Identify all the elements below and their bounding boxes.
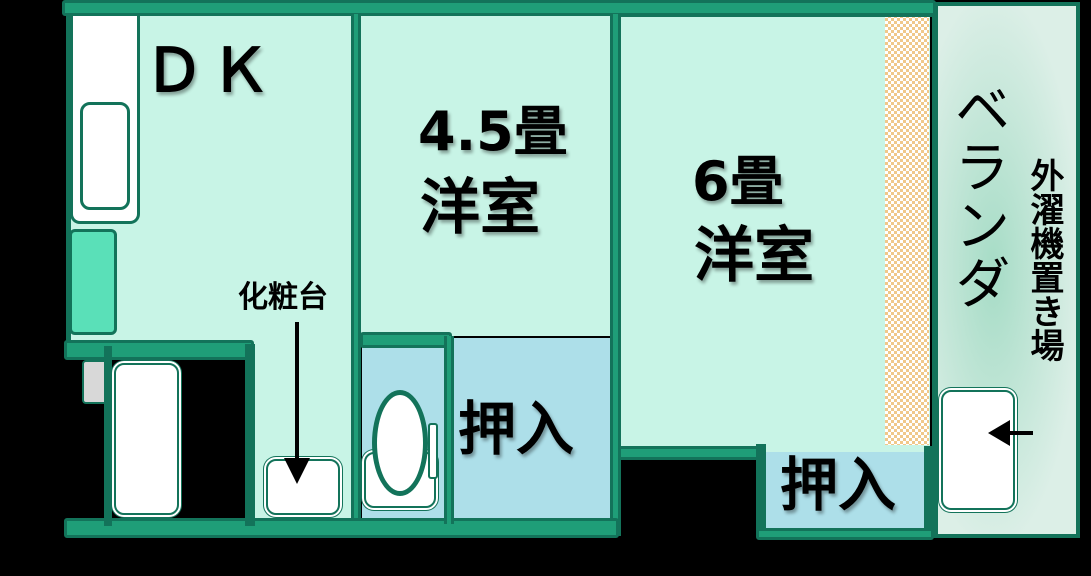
wall-closet2-left bbox=[756, 444, 766, 536]
kitchen-sink bbox=[80, 102, 130, 210]
wall-45-6 bbox=[610, 14, 621, 536]
room-45-type: 洋室 bbox=[420, 173, 540, 243]
closet-2-label: 押入 bbox=[780, 451, 897, 519]
balcony-label: ベランダ bbox=[945, 80, 1010, 312]
bathtub bbox=[114, 363, 179, 515]
room-6-size: 6畳 bbox=[692, 150, 784, 213]
room-6-floor bbox=[620, 14, 930, 454]
wall-45-bottom bbox=[360, 332, 452, 348]
wall-6-top-line bbox=[618, 14, 934, 17]
washer-arrow-head bbox=[988, 420, 1010, 446]
refrigerator bbox=[69, 229, 117, 335]
wall-bottom bbox=[64, 518, 619, 538]
vanity-arrow-line bbox=[295, 322, 299, 462]
washer-box bbox=[941, 390, 1015, 510]
washer-area-label: 外濯機置き場 bbox=[1024, 158, 1064, 362]
vanity-arrow-head bbox=[284, 458, 310, 484]
closet-1-label: 押入 bbox=[458, 395, 575, 463]
wall-toilet-closet bbox=[444, 336, 454, 524]
wall-closet2-bottom bbox=[756, 528, 934, 540]
wall-top bbox=[62, 0, 936, 16]
washbasin-small bbox=[82, 360, 104, 404]
toilet-tank-side bbox=[428, 423, 438, 479]
closet-1-floor bbox=[452, 338, 612, 522]
wall-bath-v2 bbox=[245, 344, 255, 526]
room-45-floor bbox=[360, 14, 612, 336]
wall-left bbox=[66, 14, 71, 346]
wall-dk-45 bbox=[351, 14, 361, 528]
wall-mid-horizontal bbox=[64, 340, 254, 360]
washer-arrow-line bbox=[1005, 431, 1033, 435]
room-45-size: 4.5畳 bbox=[418, 100, 568, 163]
dk-label: ＤＫ bbox=[144, 36, 276, 106]
wall-6-bottom bbox=[618, 446, 766, 460]
wall-closet2-right bbox=[924, 446, 934, 538]
wall-bath-v1 bbox=[104, 346, 112, 526]
toilet-bowl bbox=[372, 390, 428, 496]
closet-2-floor bbox=[763, 452, 925, 530]
room-6-type: 洋室 bbox=[694, 221, 814, 291]
vanity-label: 化粧台 bbox=[238, 280, 328, 315]
floor-pattern-strip bbox=[885, 15, 929, 445]
